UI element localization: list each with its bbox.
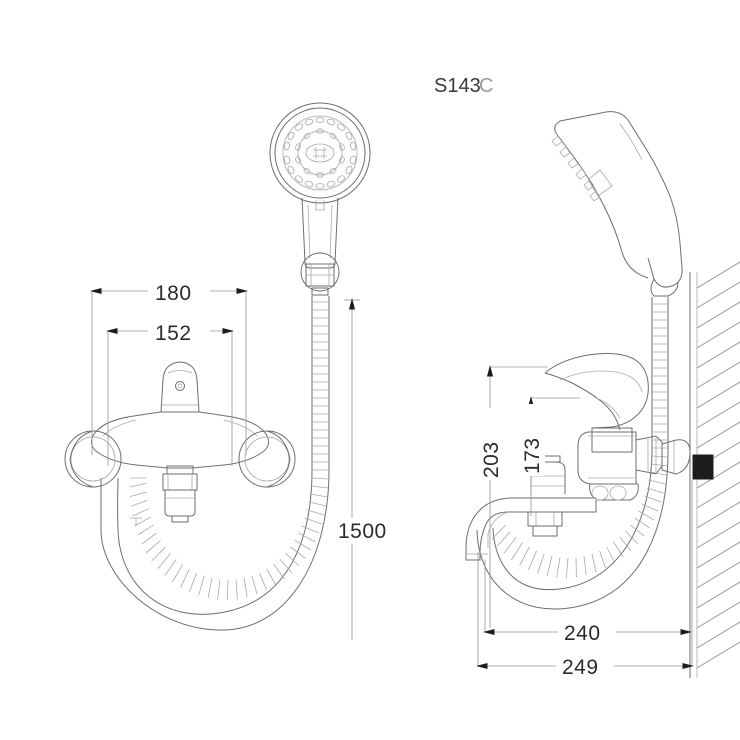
hand-shower-head-front — [269, 102, 371, 296]
dimension-173-label: 173 — [521, 437, 544, 474]
dimension-180-label: 180 — [155, 282, 192, 305]
dimension-152-label: 152 — [155, 322, 192, 345]
product-code: S143 — [434, 75, 481, 97]
dimension-152: 152 — [106, 318, 234, 466]
dimension-1500-label: 1500 — [338, 520, 387, 543]
dimension-1500: 1500 — [336, 298, 392, 640]
dimension-180: 180 — [90, 278, 248, 455]
dimension-203: 203 — [478, 365, 548, 628]
flexible-hose-front — [100, 295, 330, 631]
product-code-title: S143 C — [434, 75, 493, 97]
flexible-hose-side — [476, 297, 669, 610]
dimension-249-label: 249 — [562, 656, 599, 679]
dimension-203-label: 203 — [480, 441, 503, 478]
hand-shower-side — [551, 111, 683, 297]
product-code-suffix: C — [479, 75, 493, 97]
dimension-173: 173 — [519, 396, 580, 516]
dimension-240: 240 — [483, 560, 692, 645]
dimension-249: 249 — [476, 480, 694, 679]
bath-mixer-front — [64, 361, 296, 526]
bath-mixer-side — [465, 353, 714, 561]
dimension-240-label: 240 — [564, 622, 601, 645]
